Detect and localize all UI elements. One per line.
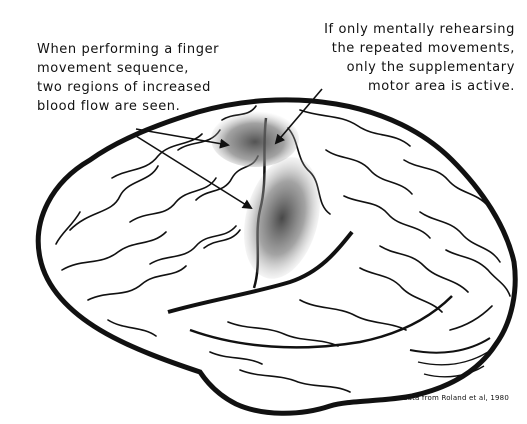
- cerebellum-contour: [410, 338, 490, 353]
- source-credit: data from Roland et al, 1980: [403, 394, 509, 402]
- caption-movement-sequence: When performing a finger movement sequen…: [37, 40, 287, 116]
- caption-mental-rehearsal: If only mentally rehearsing the repeated…: [275, 20, 515, 96]
